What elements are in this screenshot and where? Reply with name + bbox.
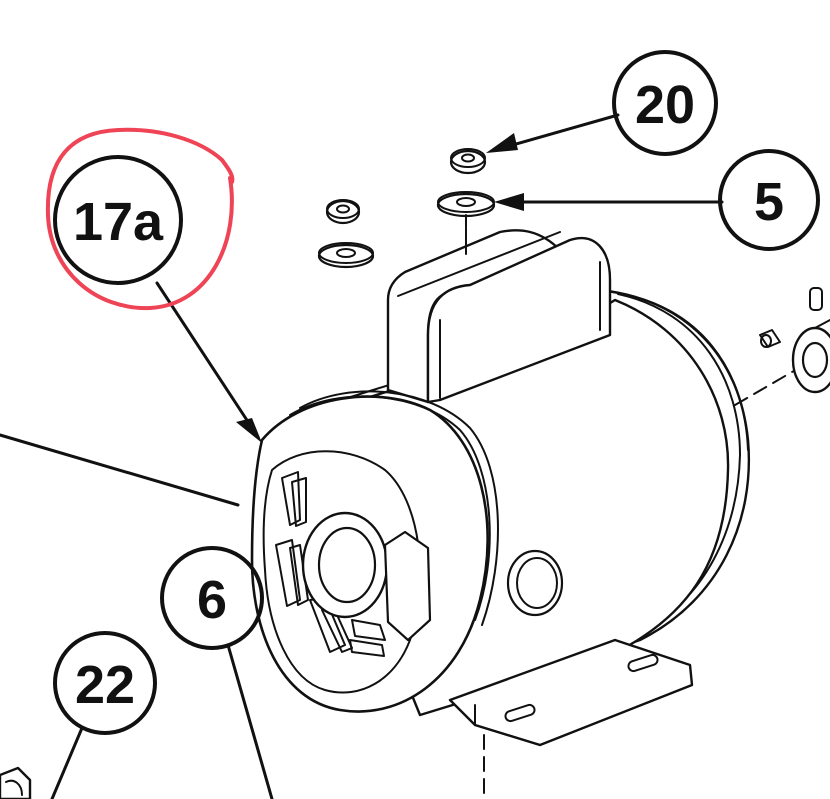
callout-17a-label: 17a <box>73 192 164 252</box>
front-end-cap <box>250 390 499 713</box>
callout-22: 22 <box>53 631 157 735</box>
washer-left <box>317 242 375 269</box>
leader-lines <box>0 113 724 799</box>
motor <box>250 227 750 799</box>
callout-6: 6 <box>160 546 264 650</box>
callout-5: 5 <box>718 149 820 251</box>
callout-20-label: 20 <box>635 75 695 135</box>
arrowhead-20 <box>486 133 518 153</box>
leader-6 <box>226 643 274 799</box>
arrowhead-5 <box>494 193 524 211</box>
callout-22-label: 22 <box>75 655 135 715</box>
set-screw <box>759 329 781 348</box>
side-plug <box>506 549 564 617</box>
junction-box <box>386 227 612 404</box>
motor-base <box>448 638 694 799</box>
shaft-key <box>809 287 823 311</box>
nut-left <box>325 199 361 225</box>
coupling-parts <box>734 287 830 406</box>
shaft-hole <box>317 526 377 604</box>
callout-5-label: 5 <box>754 172 784 232</box>
leader-22 <box>50 726 84 799</box>
coupling-hub <box>791 319 830 394</box>
hardware <box>317 148 496 269</box>
callout-20: 20 <box>612 50 718 156</box>
callout-6-label: 6 <box>197 570 227 630</box>
leader-17a <box>155 281 260 439</box>
washer-5 <box>436 191 496 218</box>
nut-22-partial <box>0 766 32 799</box>
highlight-ring <box>45 127 235 311</box>
callout-17a: 17a <box>53 155 183 285</box>
arrowhead-17a <box>236 418 262 443</box>
nut-20 <box>449 148 487 175</box>
